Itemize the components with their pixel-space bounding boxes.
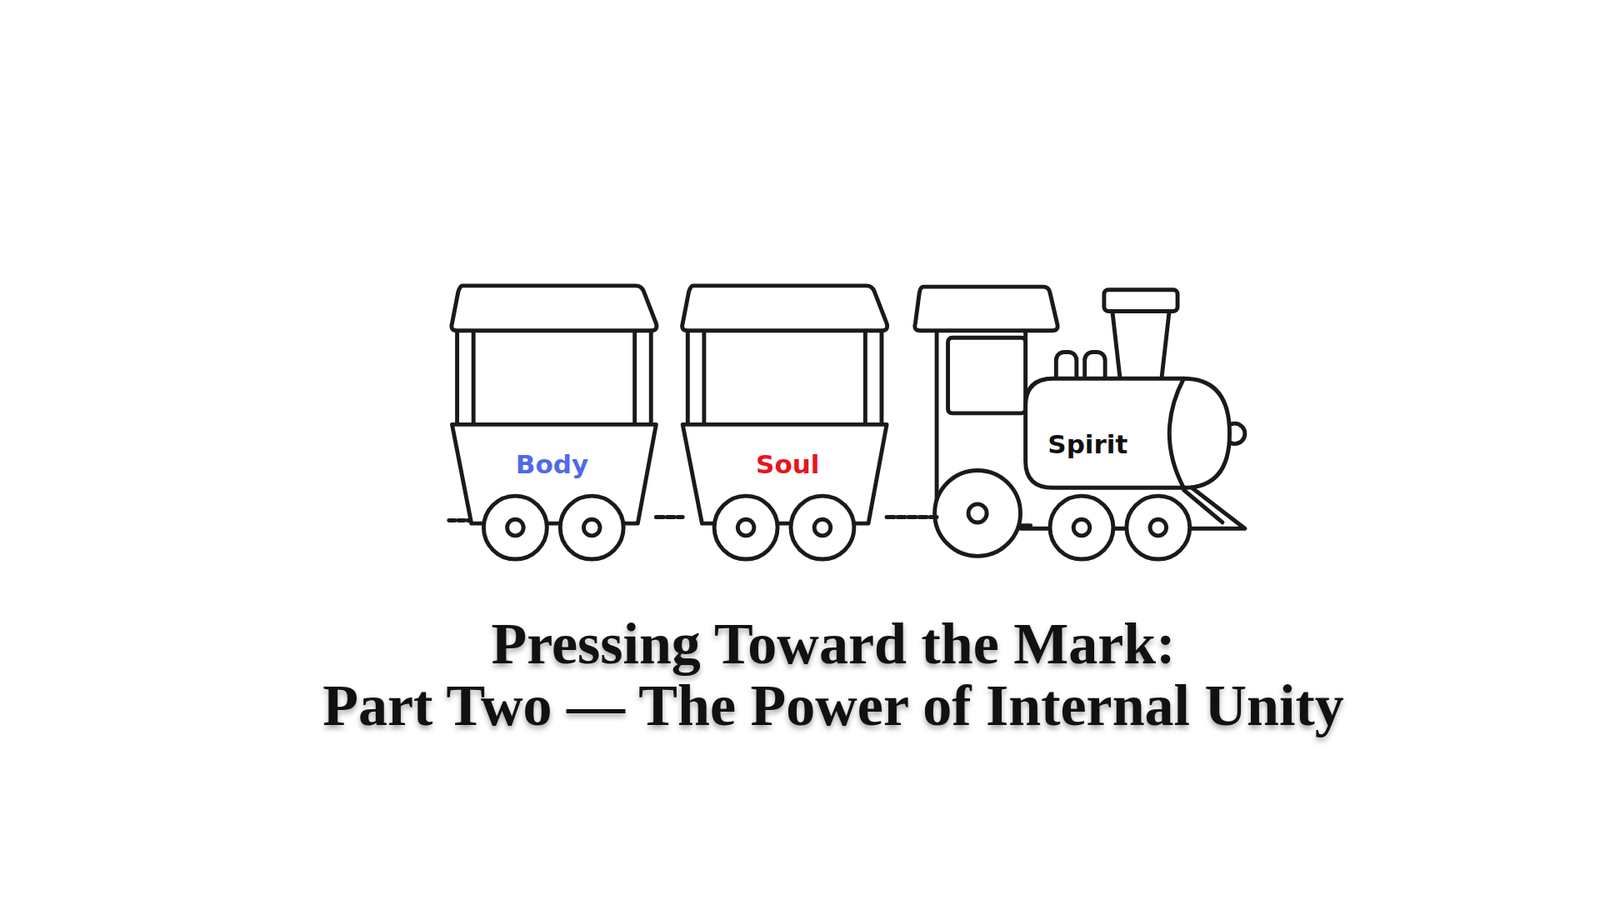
car-label: Body	[515, 450, 589, 479]
engine-label: Spirit	[1047, 430, 1128, 459]
title: Pressing Toward the Mark: Part Two — The…	[133, 613, 1534, 737]
tail-chain	[449, 518, 472, 523]
title-line: Part Two — The Power of Internal Unity	[133, 675, 1534, 737]
soul-car	[682, 285, 888, 560]
coupling-chain	[655, 515, 683, 520]
car-label-box: Soul	[682, 423, 887, 525]
body-car	[451, 285, 657, 560]
car-label: Soul	[755, 450, 820, 479]
coupling-chain	[886, 515, 937, 520]
engine-label-box: Spirit	[936, 377, 1230, 529]
car-label-box: Body	[451, 423, 656, 525]
title-line: Pressing Toward the Mark:	[133, 613, 1534, 675]
locomotive	[915, 286, 1245, 560]
